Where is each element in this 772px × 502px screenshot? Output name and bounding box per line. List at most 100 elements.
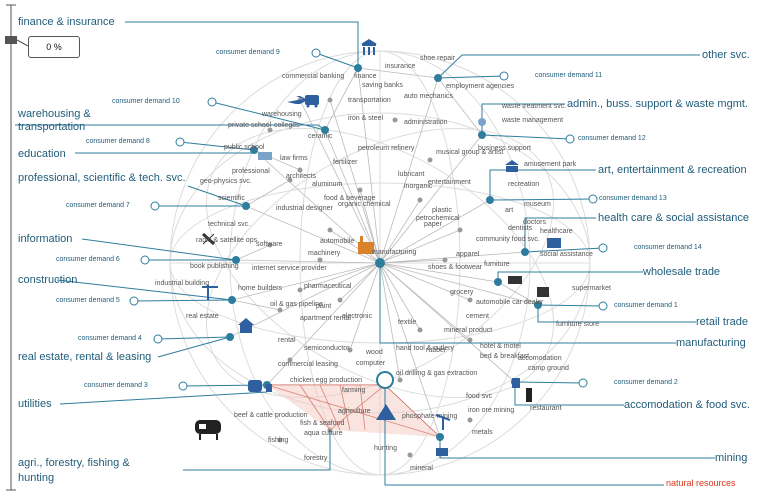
demand-2-label[interactable]: consumer demand 2 [614, 379, 678, 386]
demand-12-label[interactable]: consumer demand 12 [578, 135, 646, 142]
sector-warehousing-line2[interactable]: transportation [18, 121, 86, 133]
sector-retail[interactable]: retail trade [696, 316, 748, 328]
sector-other[interactable]: other svc. [702, 49, 750, 61]
oil-pump-icon [435, 414, 451, 430]
node-label: supermarket [572, 285, 611, 292]
museum-icon [505, 160, 519, 172]
node-label: architects [286, 173, 316, 180]
minor-nodes [267, 97, 473, 458]
sector-warehousing-line1[interactable]: warehousing & [18, 108, 91, 120]
node-label: pharmaceutical [304, 283, 352, 290]
demand-10-ring[interactable] [207, 97, 217, 107]
demand-7-ring[interactable] [150, 201, 160, 211]
sector-mining[interactable]: mining [715, 452, 748, 464]
sector-accommodation[interactable]: accomodation & food svc. [624, 399, 750, 411]
demand-10-label[interactable]: consumer demand 10 [112, 98, 180, 105]
sector-arts[interactable]: art, entertainment & recreation [598, 164, 747, 176]
sector-professional[interactable]: professional, scientific & tech. svc. [18, 172, 186, 184]
luggage-icon [512, 378, 520, 388]
node-label: wood [365, 349, 383, 356]
sector-finance[interactable]: finance & insurance [18, 16, 115, 28]
demand-11-label[interactable]: consumer demand 11 [535, 72, 603, 79]
demand-4-ring[interactable] [153, 334, 163, 344]
progress-percent: 0 % [46, 42, 62, 52]
natural-resources-label[interactable]: natural resources [666, 478, 736, 488]
sector-agri-line2[interactable]: hunting [18, 472, 55, 484]
demand-13-ring[interactable] [588, 194, 598, 204]
waiter-icon [526, 388, 532, 402]
demand-8-label[interactable]: consumer demand 8 [86, 138, 150, 145]
node-label: shoes & footwear [428, 264, 483, 271]
sector-admin[interactable]: admin., buss. support & waste mgmt. [567, 98, 748, 110]
node-label: oil & gas pipeline [270, 301, 323, 308]
node-label: radio & satellite ops. [196, 237, 259, 244]
node-label: apartment rental [300, 315, 351, 322]
node-label: beef & cattle production [234, 412, 308, 419]
natural-resources-node[interactable] [376, 371, 394, 389]
demand-connectors [129, 48, 608, 391]
node-label: chicken egg production [290, 377, 362, 384]
demand-7-label[interactable]: consumer demand 7 [66, 202, 130, 209]
node-label: waste treatment svc. [501, 103, 566, 110]
demand-1-label[interactable]: consumer demand 1 [614, 302, 678, 309]
node-label: apparel [456, 251, 480, 258]
demand-11-ring[interactable] [499, 71, 509, 81]
crane-icon [202, 285, 218, 300]
demand-6-label[interactable]: consumer demand 6 [56, 256, 120, 263]
demand-8-ring[interactable] [175, 137, 185, 147]
sector-construction[interactable]: construction [18, 274, 78, 286]
node-label: paper [424, 221, 443, 228]
sector-wholesale[interactable]: wholesale trade [643, 266, 721, 278]
node-label: automobile [320, 238, 354, 245]
sector-utilities[interactable]: utilities [18, 398, 52, 410]
cow-icon [195, 420, 221, 440]
node-label: electronic [342, 313, 372, 320]
node-label: plastic [432, 207, 452, 214]
sector-information[interactable]: information [18, 233, 73, 245]
node-label: inorganic [404, 183, 433, 190]
progress-percent-box: 0 % [28, 36, 80, 58]
node-label: commercial leasing [278, 361, 338, 368]
node-label: shoe repair [420, 55, 456, 62]
node-label: law firms [280, 155, 308, 162]
demand-9-label[interactable]: consumer demand 9 [216, 49, 280, 56]
node-label: recreation [508, 181, 539, 188]
demand-1-ring[interactable] [598, 301, 608, 311]
node-label: automobile car dealer [476, 299, 544, 306]
node-label: iron & steel [348, 115, 383, 122]
demand-13-label[interactable]: consumer demand 13 [599, 195, 667, 202]
node-labels: shoe repair insurance commercial banking… [155, 55, 611, 472]
demand-12-ring[interactable] [565, 134, 575, 144]
node-label: finance [354, 73, 377, 80]
sector-real-estate[interactable]: real estate, rental & leasing [18, 351, 152, 363]
node-label: musical group & artist [436, 149, 503, 156]
demand-3-ring[interactable] [178, 381, 188, 391]
demand-5-ring[interactable] [129, 296, 139, 306]
node-label: restaurant [530, 405, 562, 412]
demand-4-label[interactable]: consumer demand 4 [78, 335, 142, 342]
sector-education[interactable]: education [18, 148, 66, 160]
progress-handle[interactable] [5, 36, 17, 44]
node-label: metals [472, 429, 493, 436]
node-label: grocery [450, 289, 474, 296]
sector-manufacturing[interactable]: manufacturing [676, 337, 746, 349]
node-label: book publishing [190, 263, 239, 270]
forklift-icon [508, 276, 522, 284]
demand-6-ring[interactable] [140, 255, 150, 265]
node-label: cement [466, 313, 489, 320]
node-label: auto mechanics [404, 93, 454, 100]
node-label: internet service provider [252, 265, 327, 272]
demand-14-label[interactable]: consumer demand 14 [634, 244, 702, 251]
node-label: oil drilling & gas extraction [396, 370, 477, 377]
demand-9-ring[interactable] [311, 48, 321, 58]
sector-health[interactable]: health care & social assistance [598, 212, 750, 224]
demand-3-label[interactable]: consumer demand 3 [84, 382, 148, 389]
factory-icon [358, 236, 374, 254]
sector-agri-line1[interactable]: agri., forestry, fishing & [18, 457, 130, 469]
node-label: semiconductor [304, 345, 350, 352]
demand-2-ring[interactable] [578, 378, 588, 388]
satellite-icon [201, 232, 216, 246]
node-label: professional [232, 168, 270, 175]
demand-5-label[interactable]: consumer demand 5 [56, 297, 120, 304]
demand-14-ring[interactable] [598, 243, 608, 253]
